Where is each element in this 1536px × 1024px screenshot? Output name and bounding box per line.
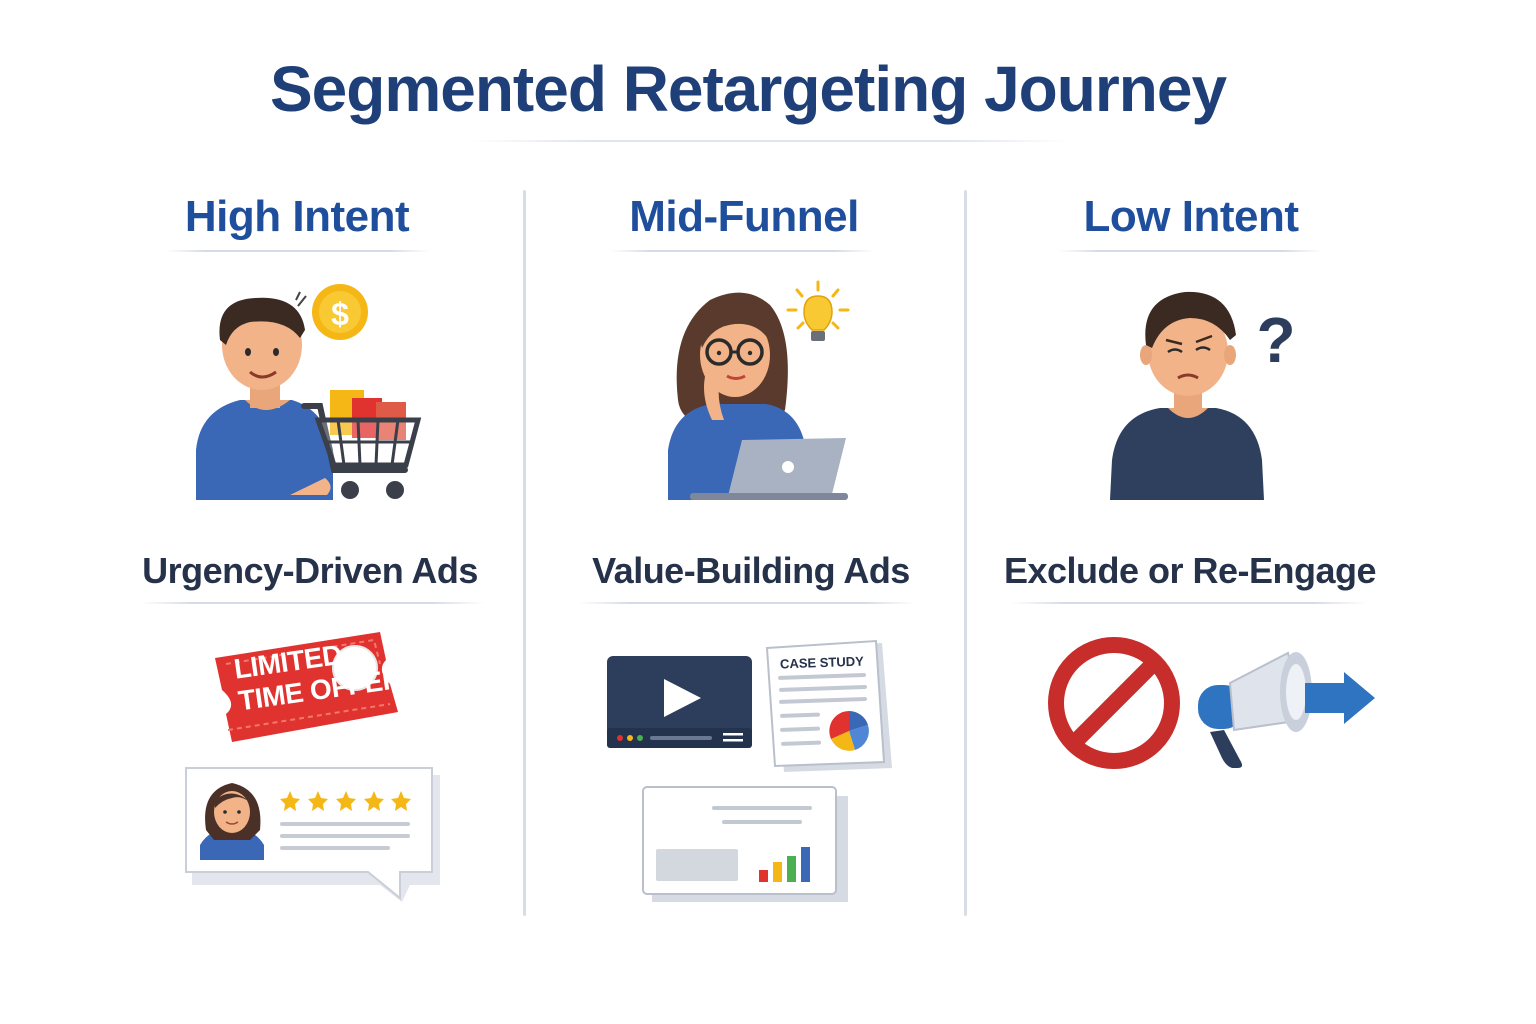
- ad-label-underline: [578, 602, 916, 604]
- column-divider-1: [523, 190, 526, 916]
- segment-title-low-intent: Low Intent: [1083, 192, 1299, 241]
- video-player-icon: [607, 656, 752, 748]
- svg-text:?: ?: [1256, 304, 1295, 376]
- segment-title-underline: [1058, 250, 1323, 252]
- segment-title-underline: [610, 250, 875, 252]
- ad-label-mid-funnel: Value-Building Ads: [592, 550, 910, 591]
- analytics-dashboard-icon: [642, 786, 848, 902]
- title-underline: [470, 140, 1070, 142]
- thinking-woman-laptop-icon: [668, 280, 850, 500]
- shopper-with-cart-icon: $: [196, 284, 422, 500]
- case-study-label: CASE STUDY: [779, 653, 865, 672]
- ad-label-high-intent: Urgency-Driven Ads: [142, 550, 478, 591]
- page-title: Segmented Retargeting Journey: [269, 53, 1227, 125]
- ad-label-low-intent: Exclude or Re-Engage: [1003, 550, 1377, 591]
- megaphone-arrow-icon: [1198, 651, 1375, 768]
- segment-title-high-intent: High Intent: [184, 192, 410, 241]
- column-divider-2: [964, 190, 967, 916]
- ad-label-underline: [1010, 602, 1368, 604]
- case-study-document-icon: [765, 639, 892, 772]
- svg-text:$: $: [331, 296, 349, 332]
- prohibited-sign-icon: [1048, 637, 1180, 769]
- customer-review-card-icon: [185, 767, 440, 902]
- confused-person-icon: ?: [1110, 291, 1296, 500]
- segment-title-underline: [165, 250, 430, 252]
- segment-title-mid-funnel: Mid-Funnel: [629, 192, 859, 241]
- limited-offer-ticket-icon: [215, 632, 398, 742]
- ad-label-underline: [140, 602, 485, 604]
